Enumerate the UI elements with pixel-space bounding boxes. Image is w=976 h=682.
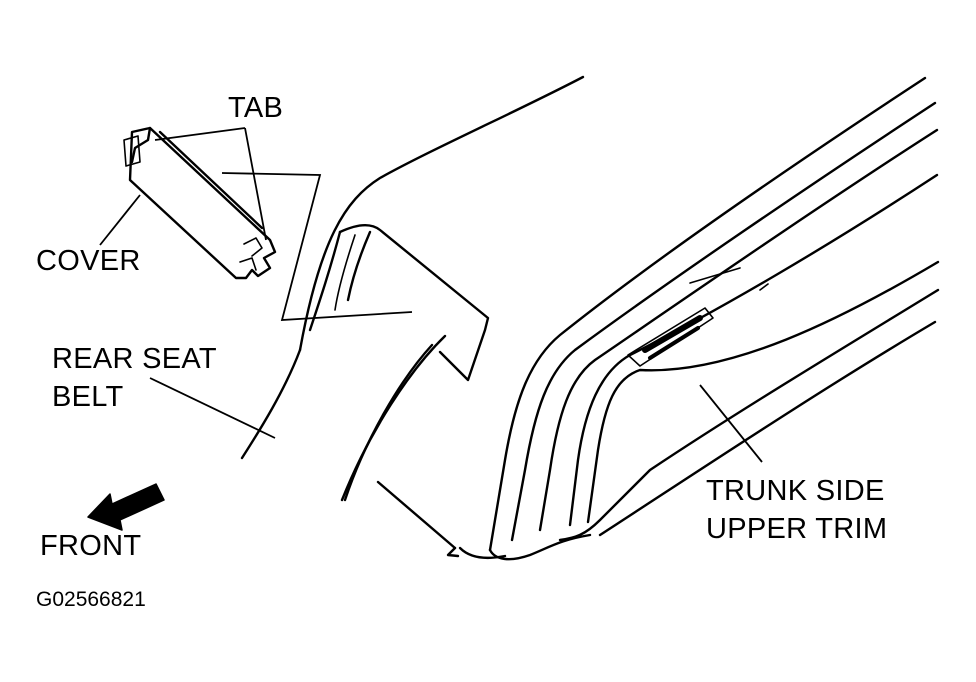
tab-label: TAB bbox=[228, 92, 283, 124]
cover-part bbox=[123, 126, 277, 280]
rear-seat-belt-label-line1: REAR SEAT bbox=[52, 343, 217, 375]
trunk-trim-label-line1: TRUNK SIDE bbox=[706, 475, 885, 507]
seat-belt-opening bbox=[240, 224, 490, 550]
front-label: FRONT bbox=[40, 530, 141, 562]
trunk-side-upper-trim bbox=[298, 75, 940, 561]
rear-seat-belt-label-line2: BELT bbox=[52, 381, 124, 413]
leader-lines bbox=[99, 127, 763, 463]
figure-code: G02566821 bbox=[36, 588, 146, 611]
front-arrow-icon bbox=[87, 483, 165, 531]
cover-label: COVER bbox=[36, 245, 141, 277]
trunk-trim-label-line2: UPPER TRIM bbox=[706, 513, 887, 545]
